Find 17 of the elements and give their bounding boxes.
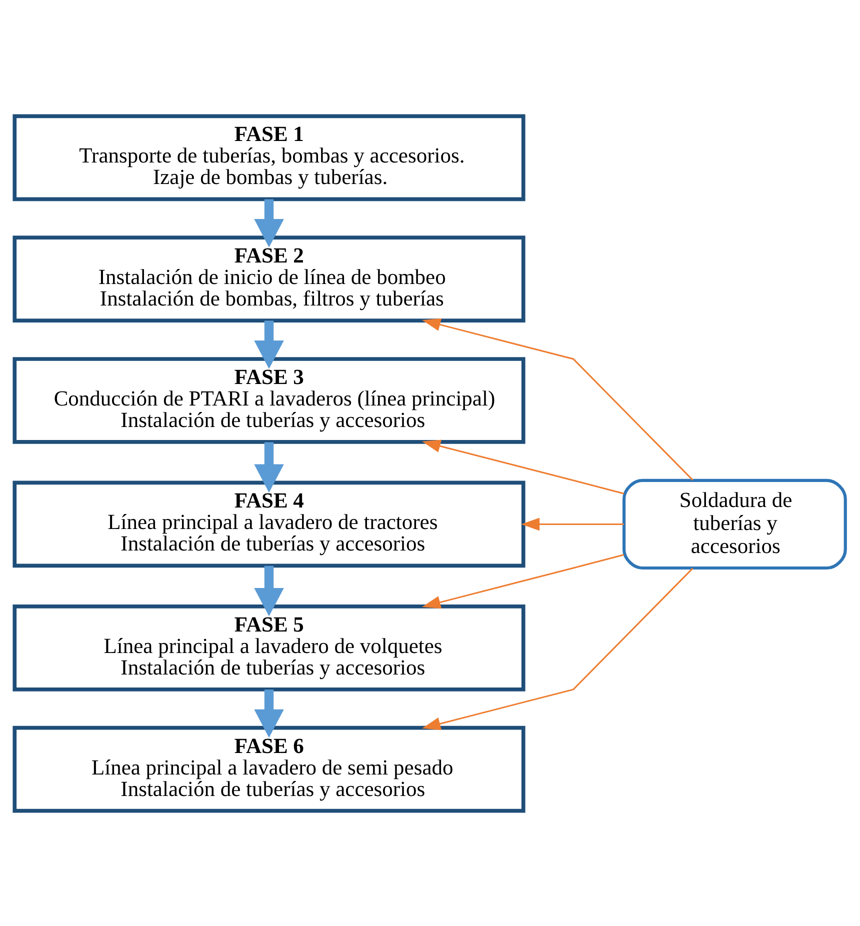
node-box: FASE 3 Conducción de PTARI a lavaderos (línea principal) Instalación de tuberías y accesorios	[12, 356, 526, 444]
arrow	[254, 689, 284, 738]
node-box: FASE 5 Línea principal a lavadero de volquetes Instalación de tuberías y accesorios	[12, 604, 526, 691]
arrow	[521, 517, 624, 530]
node-box: FASE 2 Instalación de inicio de línea de bombeo Instalación de bombas, filtros y tuberías	[12, 235, 526, 322]
arrow	[254, 198, 284, 247]
arrow	[422, 554, 624, 608]
node-box: FASE 6 Línea principal a lavadero de semi pesado Instalación de tuberías y accesorios	[12, 725, 526, 812]
node-box: FASE 4 Línea principal a lavadero de tractores Instalación de tuberías y accesorios	[12, 480, 526, 568]
arrow	[422, 567, 694, 730]
arrow	[422, 439, 624, 494]
node-box: FASE 1 Transporte de tuberías, bombas y accesorios. Izaje de bombas y tuberías.	[12, 114, 526, 201]
arrow	[422, 318, 694, 480]
arrow	[254, 320, 284, 368]
arrow	[254, 565, 284, 616]
node-box: Soldadura de tuberías y accesorios	[622, 478, 847, 570]
arrow	[254, 442, 284, 492]
